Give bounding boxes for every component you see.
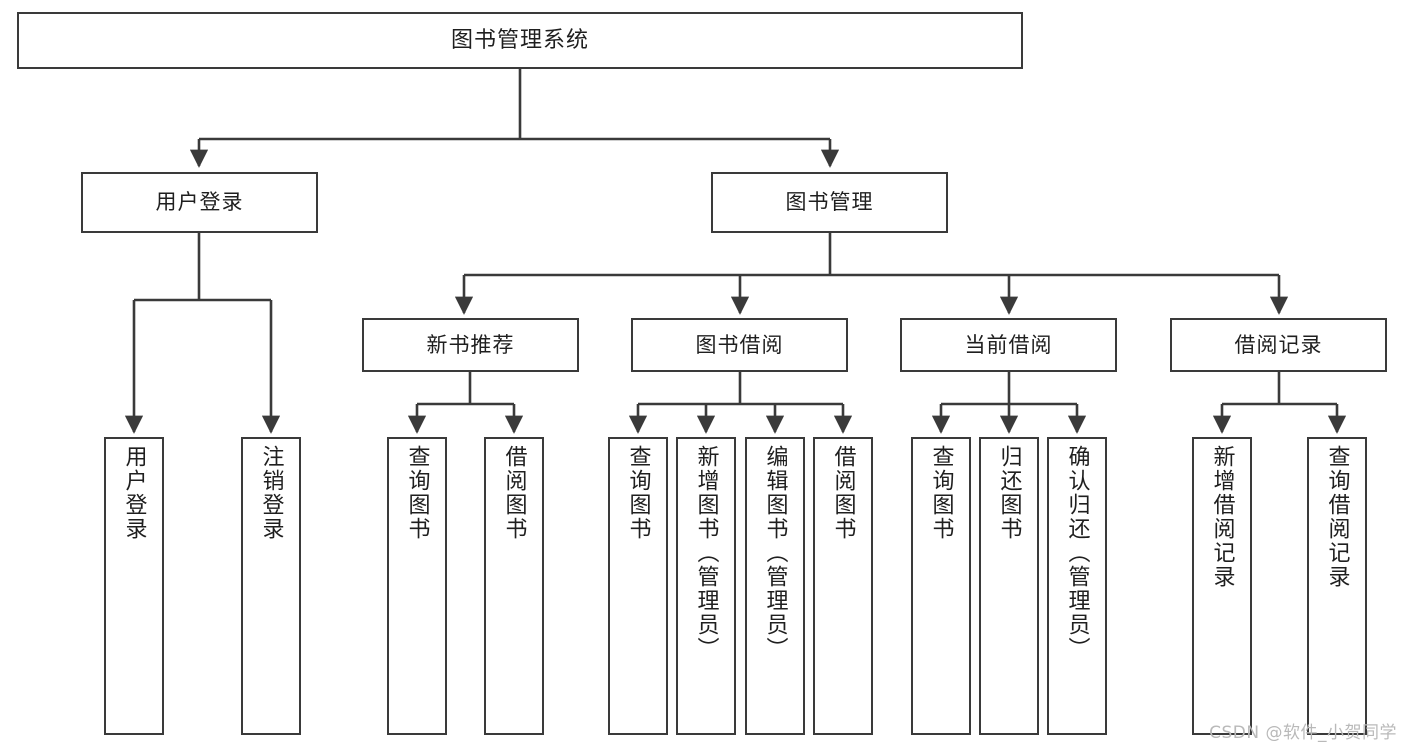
leaf-book-borrow-query-books[interactable]: 查询图书 (608, 437, 668, 735)
leaf-book-borrow-borrow-books[interactable]: 借阅图书 (813, 437, 873, 735)
node-label: 借阅图书 (830, 445, 856, 541)
leaf-current-borrow-return-books[interactable]: 归还图书 (979, 437, 1039, 735)
node-book-borrowing[interactable]: 图书借阅 (631, 318, 848, 372)
leaf-book-borrow-edit-book-admin[interactable]: 编辑图书（管理员） (745, 437, 805, 735)
node-label: 编辑图书（管理员） (762, 445, 788, 661)
leaf-new-book-query-books[interactable]: 查询图书 (387, 437, 447, 735)
node-label: 图书管理 (785, 190, 874, 215)
node-book-management[interactable]: 图书管理 (711, 172, 948, 233)
leaf-current-borrow-confirm-return-admin[interactable]: 确认归还（管理员） (1047, 437, 1107, 735)
leaf-current-borrow-query-books[interactable]: 查询图书 (911, 437, 971, 735)
node-label: 图书管理系统 (450, 27, 589, 53)
node-label: 查询图书 (404, 445, 430, 541)
node-label: 归还图书 (996, 445, 1022, 541)
node-label: 新增借阅记录 (1209, 445, 1235, 589)
node-label: 新增图书（管理员） (693, 445, 719, 661)
leaf-user-login-logout[interactable]: 注销登录 (241, 437, 301, 735)
node-user-login[interactable]: 用户登录 (81, 172, 318, 233)
node-label: 确认归还（管理员） (1064, 445, 1090, 661)
node-label: 借阅图书 (501, 445, 527, 541)
node-label: 借阅记录 (1234, 332, 1323, 357)
node-label: 用户登录 (121, 445, 147, 541)
node-current-borrowing[interactable]: 当前借阅 (900, 318, 1117, 372)
leaf-borrow-records-query-record[interactable]: 查询借阅记录 (1307, 437, 1367, 735)
node-label: 查询图书 (928, 445, 954, 541)
node-label: 查询借阅记录 (1324, 445, 1350, 589)
node-borrow-records[interactable]: 借阅记录 (1170, 318, 1387, 372)
leaf-new-book-borrow-books[interactable]: 借阅图书 (484, 437, 544, 735)
leaf-user-login-login[interactable]: 用户登录 (104, 437, 164, 735)
node-label: 注销登录 (258, 445, 284, 541)
node-root-book-management-system[interactable]: 图书管理系统 (17, 12, 1023, 69)
node-label: 新书推荐 (426, 332, 515, 357)
node-new-book-recommendation[interactable]: 新书推荐 (362, 318, 579, 372)
leaf-borrow-records-add-record[interactable]: 新增借阅记录 (1192, 437, 1252, 735)
leaf-book-borrow-add-book-admin[interactable]: 新增图书（管理员） (676, 437, 736, 735)
node-label: 图书借阅 (695, 332, 784, 357)
node-label: 查询图书 (625, 445, 651, 541)
node-label: 当前借阅 (964, 332, 1053, 357)
node-label: 用户登录 (155, 190, 244, 215)
